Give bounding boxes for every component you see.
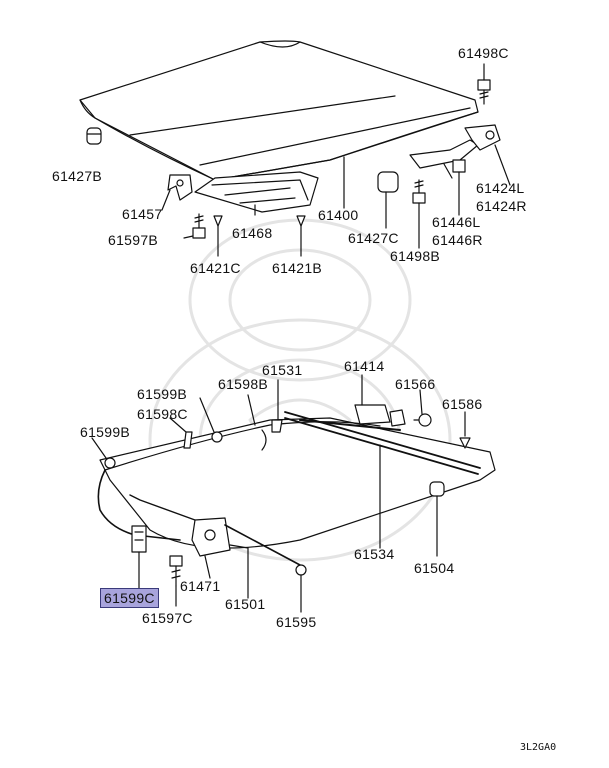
clip-61595 — [295, 564, 307, 613]
label-61421c[interactable]: 61421C — [190, 260, 241, 276]
bolt-61597b — [183, 213, 206, 239]
label-61531[interactable]: 61531 — [262, 362, 303, 378]
bolt-61498b — [412, 179, 426, 249]
label-61424r[interactable]: 61424R — [476, 198, 527, 214]
bolt-61597c — [169, 555, 183, 607]
label-61446r[interactable]: 61446R — [432, 232, 483, 248]
support-rod-61414 — [299, 374, 406, 431]
figure-code: 3L2GA0 — [520, 742, 557, 753]
label-61597c[interactable]: 61597C — [142, 610, 193, 626]
label-61498c[interactable]: 61498C — [458, 45, 509, 61]
clip-61599b-upper — [199, 397, 223, 443]
label-61414[interactable]: 61414 — [344, 358, 385, 374]
label-61421b[interactable]: 61421B — [272, 260, 323, 276]
hood-hinge — [409, 124, 511, 186]
bumper-61427b — [86, 127, 102, 145]
clip-61598c — [169, 417, 193, 449]
label-61501[interactable]: 61501 — [225, 596, 266, 612]
clip-61598b — [247, 394, 267, 451]
clip-61586 — [459, 411, 471, 449]
label-61400[interactable]: 61400 — [318, 207, 359, 223]
clip-61531 — [271, 379, 283, 433]
label-61424l[interactable]: 61424L — [476, 180, 525, 196]
label-61534[interactable]: 61534 — [354, 546, 395, 562]
label-61599c-highlighted[interactable]: 61599C — [100, 588, 159, 608]
label-61597b[interactable]: 61597B — [108, 232, 159, 248]
label-61498b[interactable]: 61498B — [390, 248, 441, 264]
clip-61599b-lower — [91, 437, 116, 469]
label-61598c[interactable]: 61598C — [137, 406, 188, 422]
clip-61421b — [296, 215, 306, 257]
label-61468[interactable]: 61468 — [232, 225, 273, 241]
grommet-61566 — [413, 389, 432, 427]
label-61566[interactable]: 61566 — [395, 376, 436, 392]
hood-panel — [79, 40, 479, 181]
hood-insulator — [194, 171, 319, 213]
label-61427c[interactable]: 61427C — [348, 230, 399, 246]
label-61586[interactable]: 61586 — [442, 396, 483, 412]
release-cable — [97, 469, 181, 541]
label-61598b[interactable]: 61598B — [218, 376, 269, 392]
label-61599b-upper[interactable]: 61599B — [137, 386, 188, 402]
bumper-61427c — [377, 171, 399, 229]
label-61446l[interactable]: 61446L — [432, 214, 481, 230]
bumper-61504 — [429, 481, 445, 557]
fastener-61599c — [131, 525, 147, 591]
clip-61421c — [213, 215, 223, 257]
label-61457[interactable]: 61457 — [122, 206, 163, 222]
label-61599b-lower[interactable]: 61599B — [80, 424, 131, 440]
release-lever-61471 — [129, 494, 211, 579]
label-61595[interactable]: 61595 — [276, 614, 317, 630]
hood-latch-61501 — [191, 517, 301, 599]
label-61427b[interactable]: 61427B — [52, 168, 103, 184]
support-61457 — [161, 174, 193, 211]
label-61504[interactable]: 61504 — [414, 560, 455, 576]
nut-61446 — [452, 159, 466, 216]
bolt-61498c — [477, 63, 491, 105]
label-61471[interactable]: 61471 — [180, 578, 221, 594]
